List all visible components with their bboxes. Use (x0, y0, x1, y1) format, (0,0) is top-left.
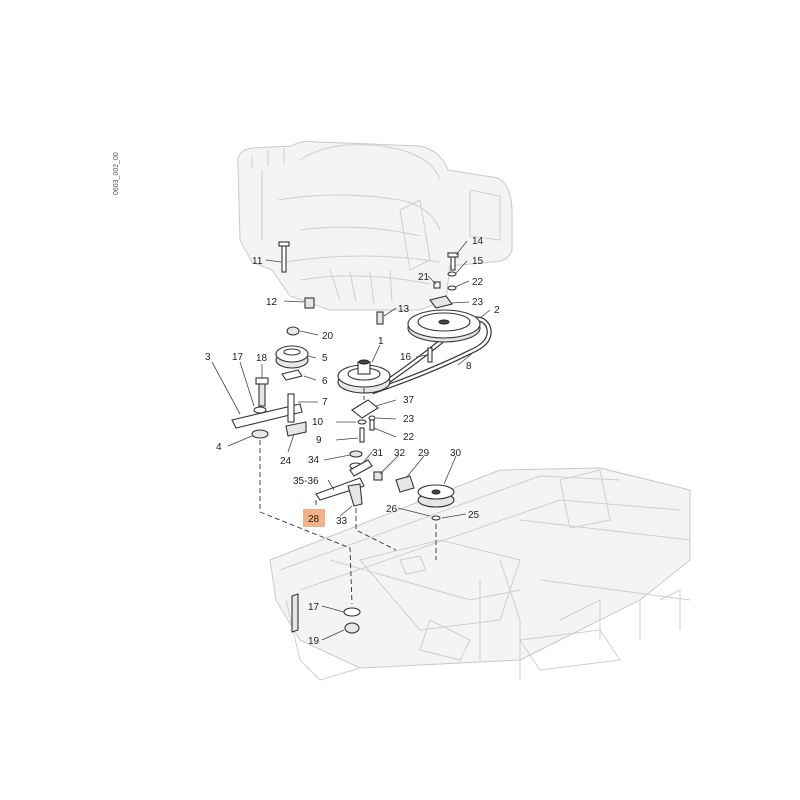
idler-pulley (275, 326, 309, 381)
callout-23-mid: 23 (403, 414, 415, 425)
callout-35-36: 35-36 (293, 476, 319, 487)
callout-28: 28 (308, 514, 320, 525)
callout-19: 19 (308, 636, 320, 647)
callout-17-bottom: 17 (308, 602, 320, 613)
callout-25: 25 (468, 510, 480, 521)
callout-4: 4 (216, 442, 222, 453)
callout-37: 37 (403, 395, 415, 406)
callout-labels: 11 12 13 14 15 21 22 23 2 20 1 16 8 3 17… (205, 236, 500, 647)
callout-21: 21 (418, 272, 430, 283)
drive-belt (370, 316, 492, 395)
callout-34: 34 (308, 455, 320, 466)
callout-10: 10 (312, 417, 324, 428)
callout-23-top: 23 (472, 297, 484, 308)
leader-lines (211, 240, 491, 641)
callout-32: 32 (394, 448, 406, 459)
callout-22-mid: 22 (403, 432, 415, 443)
callout-33: 33 (336, 516, 348, 527)
callout-15: 15 (472, 256, 484, 267)
chassis-ghost (269, 467, 691, 681)
callout-3: 3 (205, 352, 211, 363)
callout-11: 11 (252, 256, 263, 267)
engine-ghost (237, 141, 513, 311)
callout-2: 2 (494, 305, 500, 316)
callout-17-top: 17 (232, 352, 244, 363)
callout-9: 9 (316, 435, 322, 446)
callout-8: 8 (466, 361, 472, 372)
callout-31: 31 (372, 448, 384, 459)
callout-24: 24 (280, 456, 292, 467)
callout-26: 26 (386, 504, 398, 515)
callout-14: 14 (472, 236, 484, 247)
callout-13: 13 (398, 304, 410, 315)
callout-16: 16 (400, 352, 412, 363)
callout-6: 6 (322, 376, 328, 387)
callout-29: 29 (418, 448, 430, 459)
callout-5: 5 (322, 353, 328, 364)
bracket-parts (351, 399, 379, 443)
tension-lever (315, 450, 415, 507)
lower-parts (291, 593, 361, 634)
drawing-code: 0603_002_00 (113, 152, 120, 195)
assembly-lines (259, 388, 437, 605)
callout-30: 30 (450, 448, 462, 459)
engine-parts (278, 241, 459, 363)
pulley-large (407, 309, 481, 343)
callout-18: 18 (256, 353, 268, 364)
pulley-30 (417, 484, 455, 521)
callout-1: 1 (378, 336, 384, 347)
highlight-28-box (303, 509, 325, 527)
callout-12: 12 (266, 297, 278, 308)
callout-7: 7 (322, 397, 328, 408)
callout-20: 20 (322, 331, 334, 342)
callout-22-top: 22 (472, 277, 484, 288)
lever-arm (231, 377, 307, 439)
